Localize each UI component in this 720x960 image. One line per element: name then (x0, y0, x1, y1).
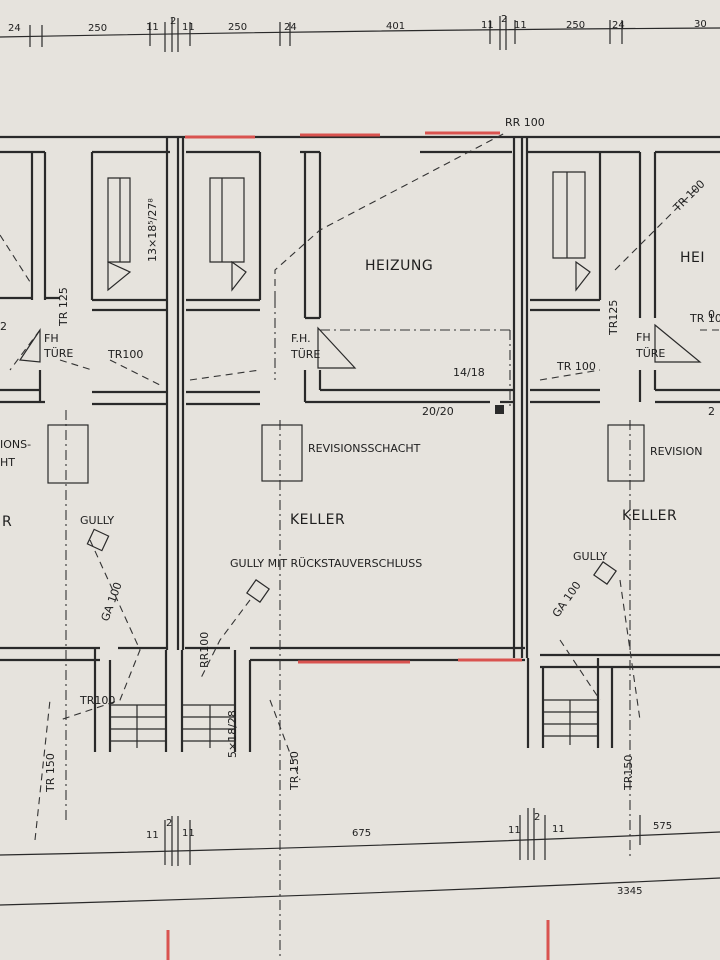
dim-top-30: 30 (694, 19, 707, 30)
dim-top-401: 401 (386, 21, 405, 32)
gullies (86, 405, 617, 603)
door-left-fh: FH (44, 332, 59, 345)
dim-top-24a: 24 (8, 23, 21, 34)
dim-bottom-2b: 2 (534, 812, 540, 823)
label-keller-right: KELLER (622, 508, 677, 524)
label-tr150-left: TR 150 (44, 753, 57, 793)
stair-left: 13×18⁵/27⁸ (107, 177, 159, 292)
label-opening-2020: 20/20 (422, 405, 454, 418)
dim-bottom-11a: 11 (146, 830, 159, 841)
label-tr125-right: TR125 (607, 300, 620, 336)
door-mid-fh: F.H. (291, 332, 311, 345)
label-heizung: HEIZUNG (365, 258, 433, 274)
opening-2020-mark (495, 405, 504, 414)
label-tr100-bottom: TR100 (79, 694, 115, 707)
dim-top-2a: 2 (170, 16, 176, 27)
label-tr125-left: TR 125 (57, 287, 70, 327)
stair-label-5x18: 5×18/28 (226, 710, 239, 758)
label-right-edge-0: 0 (708, 308, 715, 321)
label-keller-mid: KELLER (290, 512, 345, 528)
dim-top-11c: 11 (481, 20, 494, 31)
dim-bottom-675: 675 (352, 828, 371, 839)
dim-top-2b: 2 (501, 14, 507, 25)
dim-bottom-11b: 11 (182, 828, 195, 839)
bottom-dimension-chain: 11 2 11 675 11 2 11 575 3345 (0, 808, 720, 960)
room-labels: HEIZUNG HEI IONS- HT REVISIONSSCHACHT RE… (0, 250, 715, 570)
dim-top-250c: 250 (566, 20, 585, 31)
dim-top-11a: 11 (146, 22, 159, 33)
dim-top-24b: 24 (284, 22, 297, 33)
door-right: FH TÜRE (635, 323, 702, 363)
stair-label-13x18: 13×18⁵/27⁸ (146, 198, 159, 262)
red-marks-bottom (298, 658, 522, 664)
label-revisions-right: REVISION (650, 445, 702, 458)
label-tr150-right: TR150 (622, 755, 635, 791)
red-marks-top (185, 131, 500, 139)
label-revisionsschacht: REVISIONSSCHACHT (308, 442, 421, 455)
label-tr100-right: TR 100 (556, 360, 596, 373)
label-gully-right: GULLY (573, 550, 607, 563)
dim-top-11b: 11 (182, 22, 195, 33)
dim-bottom-11d: 11 (552, 824, 565, 835)
dim-top-24c: 24 (612, 20, 625, 31)
red-marks-dim (166, 920, 550, 960)
label-left-cut-2: 2 (0, 320, 7, 333)
pipe-runs (0, 132, 720, 960)
dim-top-11d: 11 (514, 20, 527, 31)
dim-top-250b: 250 (228, 22, 247, 33)
label-keller-left: R (2, 514, 12, 530)
label-rr100-vertical: RR100 (198, 632, 211, 668)
label-revisions-left-2: HT (0, 456, 15, 469)
label-revisions-left: IONS- (0, 438, 31, 451)
door-left: FH TÜRE (18, 328, 73, 363)
dim-bottom-11c: 11 (508, 825, 521, 836)
walls (0, 131, 720, 752)
top-dimension-chain: 24 250 11 2 11 250 24 401 11 2 11 250 24… (0, 14, 720, 52)
dim-bottom-2a: 2 (166, 818, 172, 829)
label-tr100-far-right-2: TR 100 (689, 312, 720, 325)
door-right-fh: FH (636, 331, 651, 344)
label-gully-mid: GULLY MIT RÜCKSTAUVERSCHLUSS (230, 557, 422, 570)
door-right-ture: TÜRE (635, 347, 665, 360)
stair-right (552, 171, 591, 292)
label-rr100-top: RR 100 (505, 116, 545, 129)
door-mid-ture: TÜRE (290, 348, 320, 361)
stair-mid (209, 177, 247, 292)
dim-bottom-3345: 3345 (617, 886, 642, 897)
door-mid: F.H. TÜRE (290, 326, 357, 369)
label-tr150-mid: TR 150 (288, 751, 301, 791)
label-right-edge-2: 2 (708, 405, 715, 418)
label-heizung-cut: HEI (680, 250, 705, 266)
entrance-stairs: 5×18/28 (110, 699, 598, 758)
revision-shafts (47, 424, 645, 484)
label-gully-left: GULLY (80, 514, 114, 527)
dim-top-250a: 250 (88, 23, 107, 34)
label-opening-1418: 14/18 (453, 366, 485, 379)
dim-bottom-575: 575 (653, 821, 672, 832)
label-tr100-left: TR100 (107, 348, 143, 361)
door-left-ture: TÜRE (43, 347, 73, 360)
